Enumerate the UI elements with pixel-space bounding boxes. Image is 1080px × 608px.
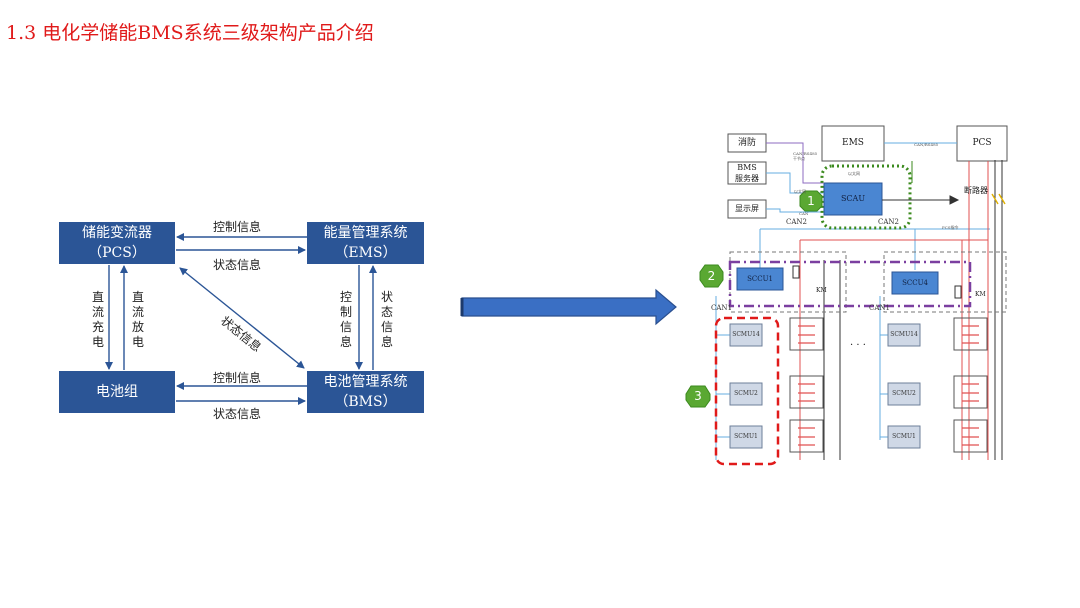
ems-right-label: EMS <box>842 138 864 148</box>
pcs-right-label: PCS <box>972 138 992 148</box>
scmu2-left-box <box>729 382 763 406</box>
bms-abbr: （BMS） <box>334 394 397 410</box>
scmu2-left-label: SCMU2 <box>734 390 758 397</box>
scau-box <box>823 182 883 216</box>
bms-server-line1: BMS <box>737 163 757 172</box>
scmu14-right-box <box>887 323 921 347</box>
scmu14-left-label: SCMU14 <box>732 331 760 338</box>
scau-label: SCAU <box>840 194 866 203</box>
display-label: 显示屏 <box>735 204 759 213</box>
pcs-abbr: （PCS） <box>88 245 146 261</box>
pcs-box: 储能变流器 （PCS） <box>59 222 175 264</box>
badge-2 <box>699 264 724 288</box>
bms-server-line2: 服务器 <box>735 174 759 183</box>
scmu-highlight <box>714 316 780 466</box>
scmu1-left-box <box>729 425 763 449</box>
bottom-control-label: 控制信息 <box>213 371 262 385</box>
bms-server-label: BMS 服务器 <box>728 162 766 184</box>
fire-label: 消防 <box>737 138 756 148</box>
pcs-label: 储能变流器 <box>82 225 152 241</box>
scmu14-right-label: SCMU14 <box>890 331 918 338</box>
dc-discharge-label: 直流放电 <box>131 290 144 349</box>
battery-label: 电池组 <box>96 384 138 400</box>
fire-note: CAN/RS485 干节点 <box>793 151 818 161</box>
sccu1-box <box>736 267 784 291</box>
top-status-label: 状态信息 <box>213 258 262 272</box>
scmu1-right-box <box>887 425 921 449</box>
bms-box: 电池管理系统 （BMS） <box>307 371 424 413</box>
sccu4-label: SCCU4 <box>902 279 928 287</box>
arrow-diagonal-status <box>179 267 305 369</box>
sccu1-label: SCCU1 <box>747 275 773 283</box>
breaker-label: 断路器 <box>964 186 988 195</box>
right-status-label: 状态信息 <box>380 290 393 349</box>
sccu4-box <box>891 271 939 295</box>
badge-3 <box>685 385 711 408</box>
scmu1-right-label: SCMU1 <box>892 433 916 440</box>
ellipsis-label: · · · <box>850 340 866 351</box>
ems-label: 能量管理系统 <box>323 225 408 241</box>
sccu-highlight <box>728 260 972 308</box>
km-left-label: KM <box>816 287 827 294</box>
eth-note: 以太网 <box>848 171 860 176</box>
transition-arrow-icon <box>460 288 677 326</box>
ems-abbr: （EMS） <box>334 245 397 261</box>
scmu2-right-label: SCMU2 <box>892 390 916 397</box>
bottom-status-label: 状态信息 <box>213 407 262 421</box>
can2-right-label: CAN2 <box>878 218 899 226</box>
scmu2-right-box <box>887 382 921 406</box>
ems-box: 能量管理系统 （EMS） <box>307 222 424 264</box>
badge-1-label: 1 <box>807 194 815 208</box>
scmu1-left-label: SCMU1 <box>734 433 758 440</box>
eth-note-2: 以太网 <box>794 189 806 194</box>
pcs-cmd-note: PCS指令 <box>942 225 959 230</box>
bms-label: 电池管理系统 <box>323 374 408 390</box>
page-title: 1.3 电化学储能BMS系统三级架构产品介绍 <box>6 22 374 44</box>
badge-1 <box>799 190 823 212</box>
right-control-label: 控制信息 <box>339 290 352 349</box>
pcs-top-box <box>956 125 1008 162</box>
can2-left-label: CAN2 <box>786 218 807 226</box>
ems-note: CAN/RS485 <box>914 142 939 147</box>
scmu14-left-box <box>729 323 763 347</box>
can-note: CAN <box>799 211 809 216</box>
can1-right-label: CAN1 <box>869 304 890 312</box>
can1-left-label: CAN1 <box>711 304 732 312</box>
top-control-label: 控制信息 <box>213 220 262 234</box>
badge-3-label: 3 <box>694 389 702 403</box>
badge-2-label: 2 <box>707 269 716 283</box>
km-right-label: KM <box>975 291 986 298</box>
ems-top-box <box>821 125 885 162</box>
dc-charge-label: 直流充电 <box>91 290 104 349</box>
battery-box: 电池组 <box>59 371 175 413</box>
